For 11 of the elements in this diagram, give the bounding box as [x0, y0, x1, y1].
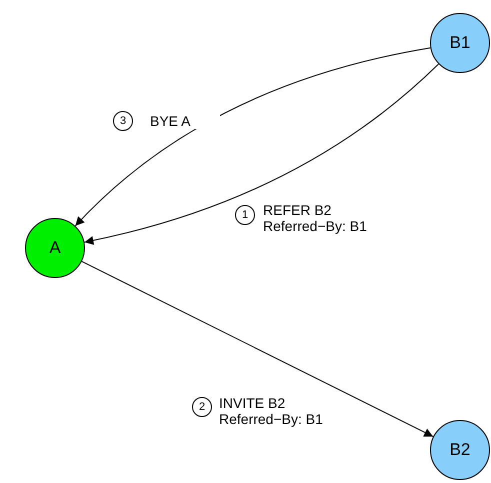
edge-label: BYE A	[150, 113, 220, 129]
step-number: 3	[113, 111, 133, 131]
arrow	[84, 64, 440, 245]
edge-label: INVITE B2 Referred−By: B1	[219, 395, 349, 427]
step-number: 2	[192, 397, 212, 417]
node-label: B2	[450, 440, 470, 460]
step-number: 1	[235, 205, 255, 225]
node-label: A	[49, 238, 61, 258]
arrow	[74, 47, 431, 226]
arrow	[81, 260, 434, 438]
node-label: B1	[450, 33, 470, 53]
